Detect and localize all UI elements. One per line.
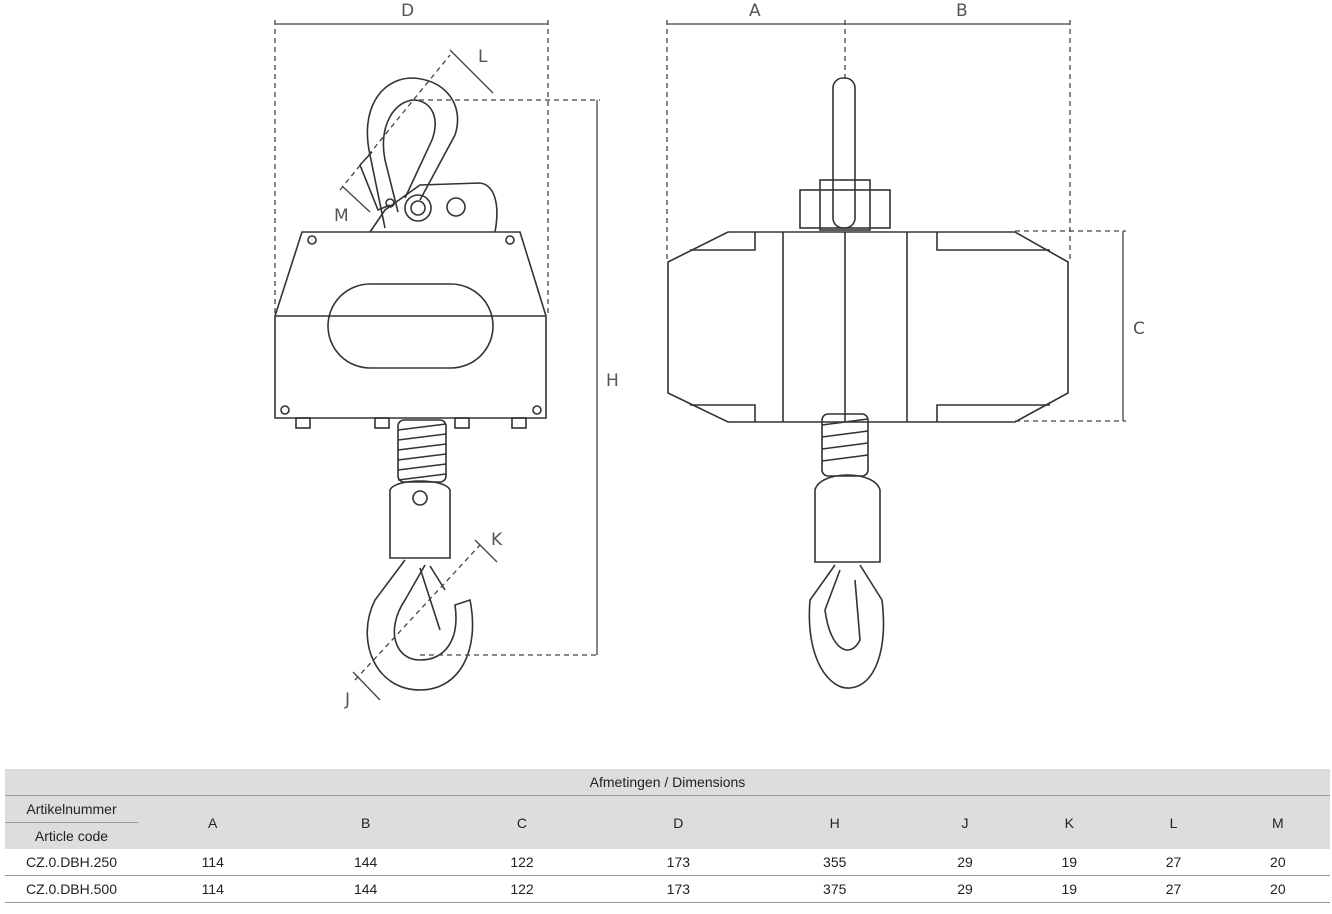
table-row: CZ.0.DBH.250 114 144 122 173 355 29 19 2… [5,849,1330,876]
cell: 173 [600,849,757,876]
cell: 27 [1121,849,1226,876]
table-title: Afmetingen / Dimensions [5,769,1330,796]
cell: 375 [756,875,913,903]
cell: 144 [287,849,444,876]
cell: 19 [1017,875,1122,903]
side-view-dimensions [274,20,600,701]
cell: 20 [1225,849,1330,876]
dim-label-b: B [956,1,968,21]
column-header: L [1121,795,1226,849]
front-view-dimensions [666,20,1126,422]
cell: 114 [138,875,288,903]
code-header-en: Article code [5,822,138,849]
cell: 144 [287,875,444,903]
cell: 29 [912,849,1018,876]
code-header-nl: Artikelnummer [5,795,138,823]
column-header: C [443,795,601,849]
article-code: CZ.0.DBH.250 [5,849,138,876]
cell: 122 [443,849,601,876]
column-header: D [600,795,757,849]
side-view-hoist [274,77,547,691]
column-header: K [1017,795,1122,849]
article-code: CZ.0.DBH.500 [5,875,138,903]
cell: 355 [756,849,913,876]
dim-label-k: K [491,530,503,550]
dim-label-h: H [606,371,619,391]
table-row: CZ.0.DBH.500 114 144 122 173 375 29 19 2… [5,875,1330,903]
column-header: A [138,795,288,849]
cell: 27 [1121,875,1226,903]
dim-label-c: C [1133,319,1145,339]
dim-label-m: M [334,206,349,226]
column-header: H [756,795,913,849]
cell: 19 [1017,849,1122,876]
dim-label-d: D [401,1,414,21]
cell: 20 [1225,875,1330,903]
cell: 29 [912,875,1018,903]
column-header: M [1225,795,1330,849]
cell: 114 [138,849,288,876]
column-header: J [912,795,1018,849]
column-header: B [287,795,444,849]
cell: 122 [443,875,601,903]
dimensions-table: Afmetingen / Dimensions Artikelnummer A … [5,769,1330,903]
hoist-dimension-drawing: D L M H K J A B C [274,1,1145,710]
dim-label-l: L [478,47,488,67]
cell: 173 [600,875,757,903]
front-view-hoist [667,77,1069,689]
dim-label-a: A [749,1,761,21]
dim-label-j: J [344,690,350,710]
